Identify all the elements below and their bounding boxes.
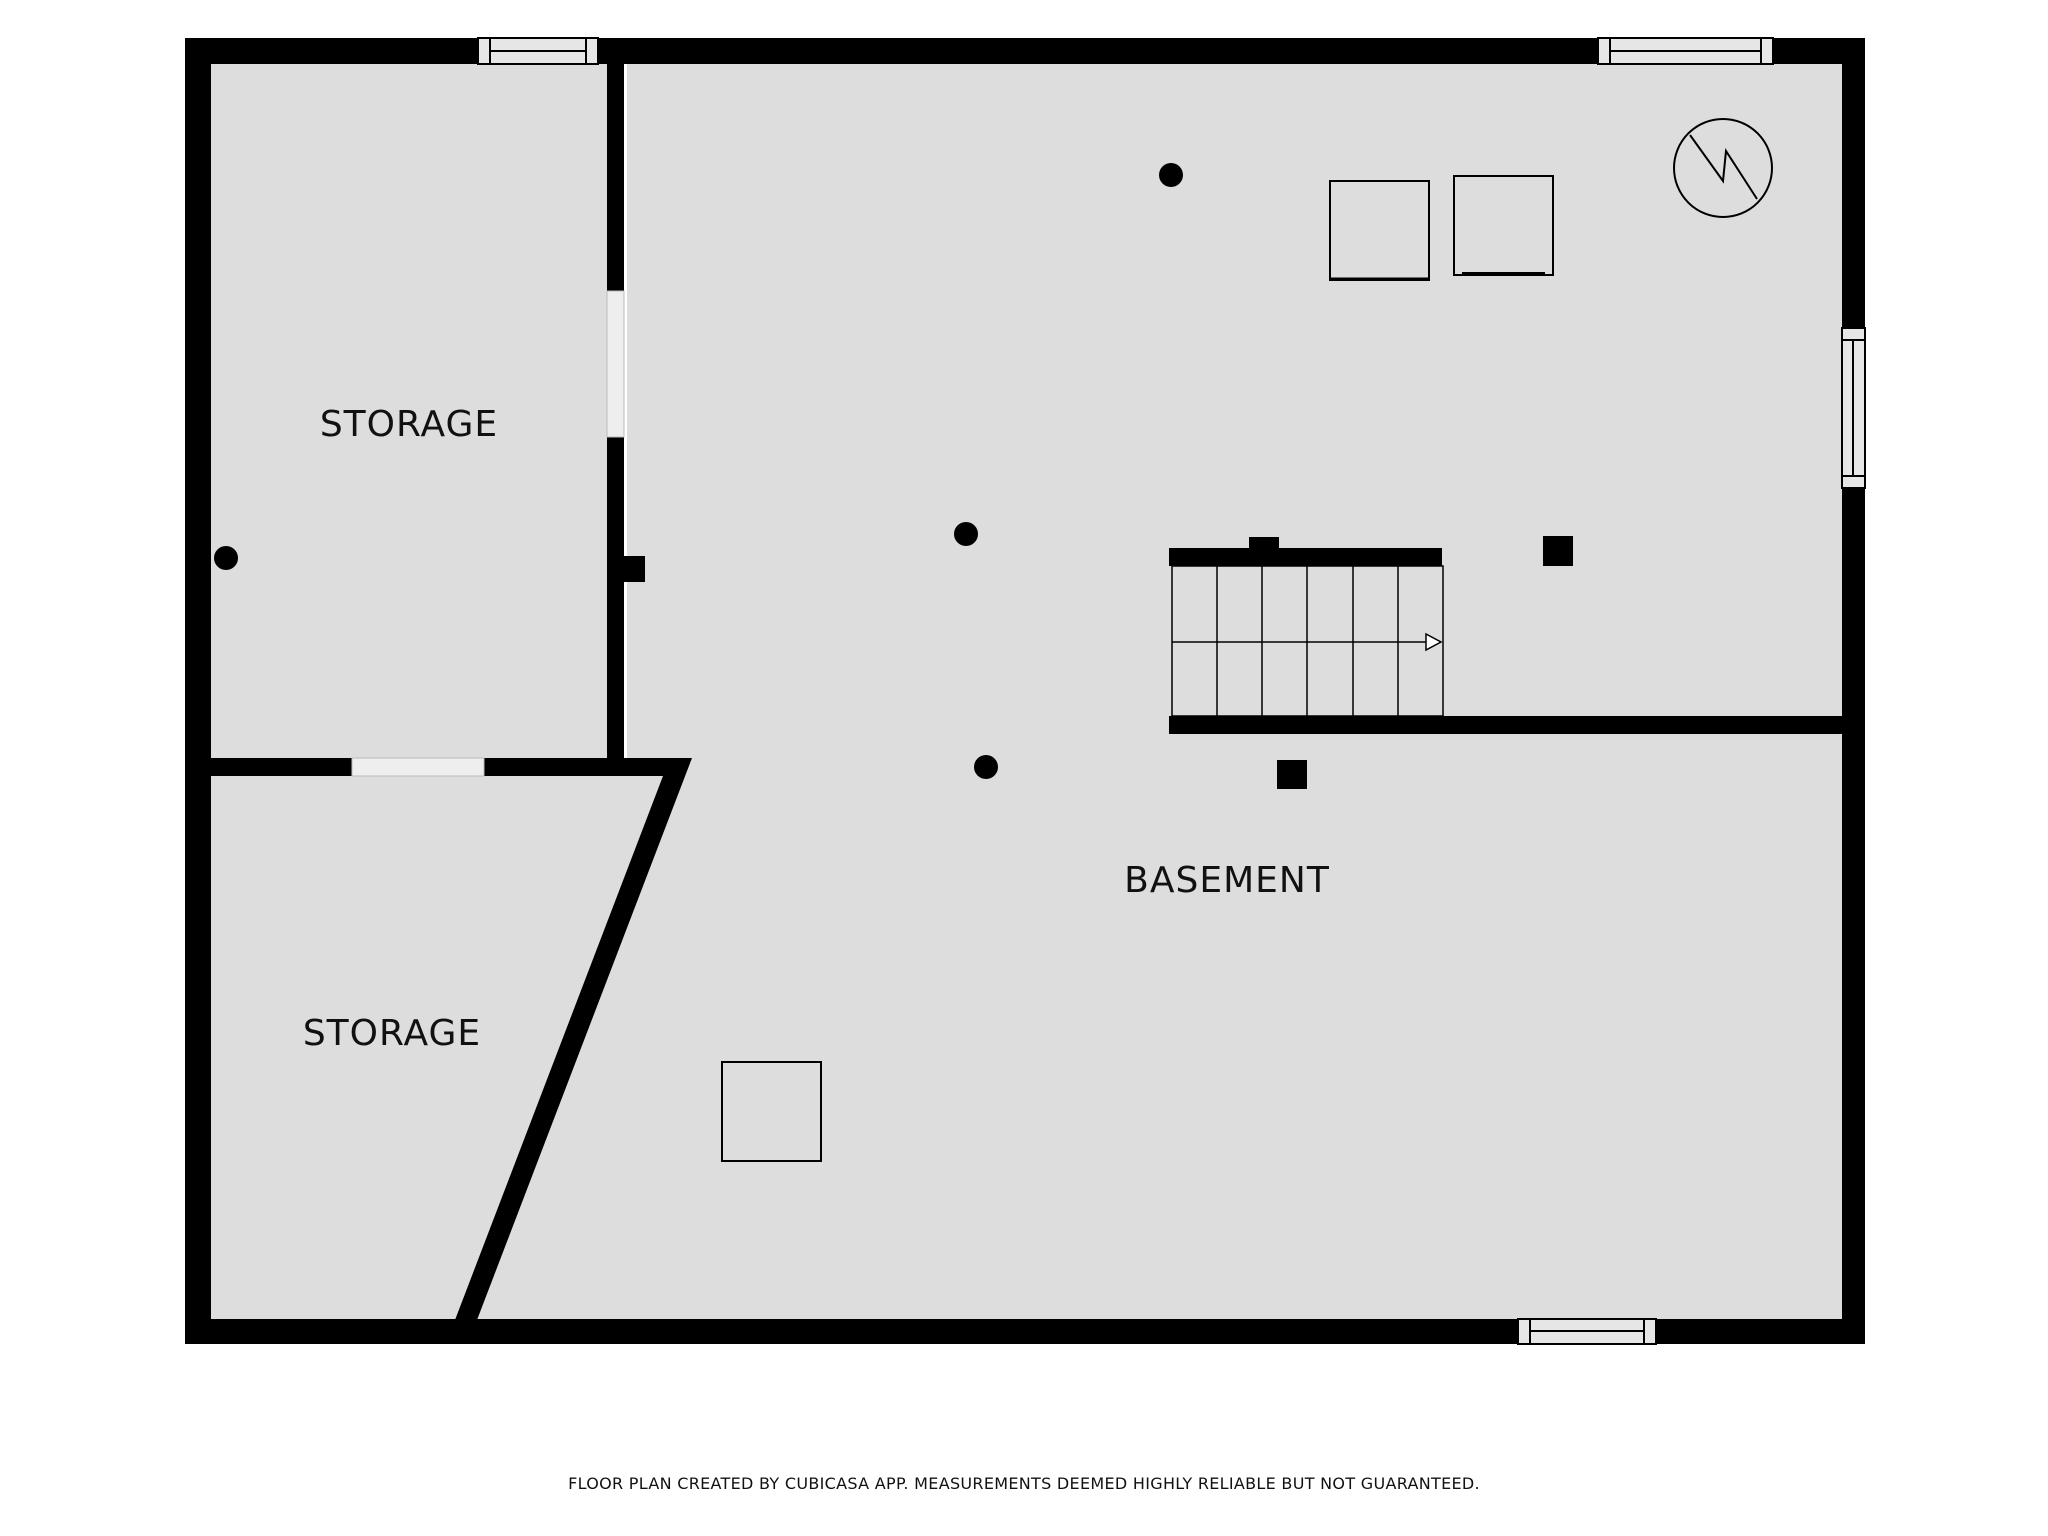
room-label-storage-upper: STORAGE	[320, 404, 498, 445]
storage-upper-floor	[211, 63, 608, 763]
room-labels: STORAGE STORAGE BASEMENT	[303, 404, 1330, 1054]
wall-top	[185, 38, 1865, 64]
wall-storage-horizontal-left	[211, 758, 352, 776]
appliance-box-icon	[721, 1061, 822, 1162]
column-icon	[974, 755, 998, 779]
wall-stair-bottom	[1169, 716, 1843, 734]
water-heater-icon	[1673, 118, 1773, 218]
wall-storage-horizontal-right	[484, 758, 660, 776]
wall-diagonal	[455, 758, 692, 1320]
openings	[351, 37, 1866, 1345]
basement-floor	[476, 63, 1843, 1320]
window-top-right	[1597, 37, 1774, 65]
wall-stair-top	[1169, 548, 1442, 566]
appliances	[721, 118, 1773, 1162]
window-right	[1841, 327, 1866, 489]
columns	[214, 163, 1573, 789]
window-bottom	[1517, 1318, 1657, 1345]
column-icon	[954, 522, 978, 546]
doorway-storage-lower	[351, 757, 485, 777]
floor-areas	[211, 63, 1843, 1320]
window-top-left	[477, 37, 599, 65]
room-label-storage-lower: STORAGE	[303, 1013, 481, 1054]
wall-stair-cap	[1249, 537, 1279, 551]
wall-left	[185, 38, 211, 1344]
storage-lower-floor	[211, 776, 672, 1320]
column-icon	[214, 546, 238, 570]
disclaimer-text: FLOOR PLAN CREATED BY CUBICASA APP. MEAS…	[568, 1474, 1480, 1493]
wall-storage-divider-lower	[607, 437, 624, 763]
staircase-icon	[1171, 565, 1444, 717]
column-icon	[1543, 536, 1573, 566]
doorway-storage-upper	[606, 290, 625, 438]
wall-right	[1842, 38, 1865, 1344]
wall-storage-divider-upper	[607, 63, 624, 291]
column-icon	[1277, 760, 1307, 789]
wall-stub	[624, 556, 645, 582]
column-icon	[1159, 163, 1183, 187]
room-label-basement: BASEMENT	[1124, 860, 1330, 901]
